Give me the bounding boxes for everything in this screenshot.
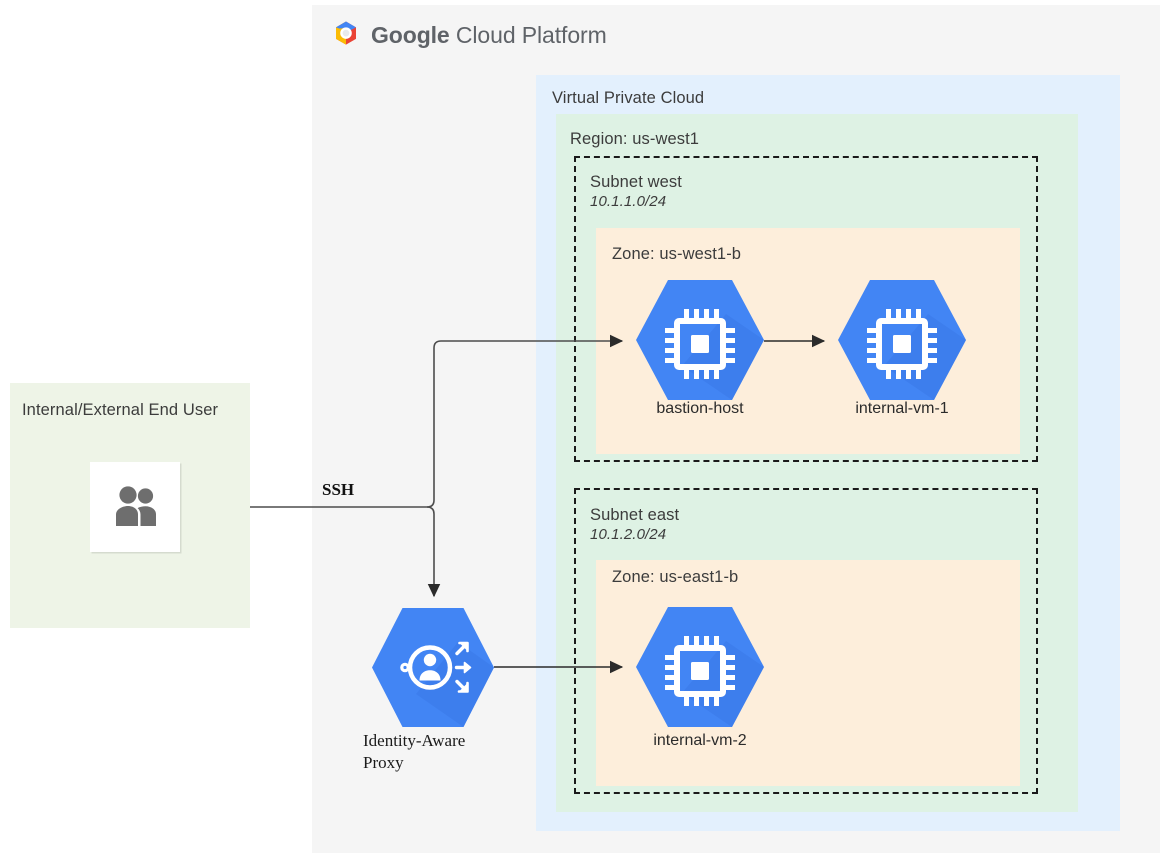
- gcp-wordmark: Google Cloud Platform: [371, 22, 607, 49]
- node-internal-vm-2[interactable]: [636, 607, 764, 727]
- subnet-west-container: [574, 156, 1038, 462]
- node-identity-aware-proxy[interactable]: [372, 608, 494, 727]
- identity-aware-proxy-icon: [372, 608, 494, 727]
- compute-vm-icon: [636, 280, 764, 400]
- subnet-east-title: Subnet east: [590, 506, 680, 524]
- region-title: Region: us-west1: [570, 130, 700, 148]
- end-user-card: [90, 462, 180, 552]
- ssh-label: SSH: [322, 480, 355, 499]
- node-internal-vm-1-label: internal-vm-1: [855, 400, 949, 417]
- node-identity-aware-proxy-label: Identity-Aware Proxy: [363, 731, 466, 772]
- compute-vm-icon: [636, 607, 764, 727]
- node-internal-vm-2-label: internal-vm-2: [653, 732, 747, 749]
- zone-us-east1-b-title: Zone: us-east1-b: [612, 568, 739, 586]
- node-internal-vm-1[interactable]: [838, 280, 966, 400]
- node-bastion-host-label: bastion-host: [656, 400, 744, 417]
- subnet-east-container: [574, 488, 1038, 794]
- vpc-title: Virtual Private Cloud: [552, 89, 705, 107]
- gcp-header: Google Cloud Platform: [330, 19, 607, 51]
- gcp-wordmark-bold: Google: [371, 21, 450, 48]
- node-bastion-host[interactable]: [636, 280, 764, 400]
- zone-us-west1-b-title: Zone: us-west1-b: [612, 245, 742, 263]
- subnet-west-title: Subnet west: [590, 173, 682, 191]
- subnet-east-cidr: 10.1.2.0/24: [590, 526, 667, 543]
- people-icon: [90, 481, 180, 533]
- gcp-wordmark-regular: Cloud Platform: [449, 21, 607, 48]
- subnet-west-cidr: 10.1.1.0/24: [590, 193, 667, 210]
- end-user-title: Internal/External End User: [22, 401, 219, 419]
- compute-vm-icon: [838, 280, 966, 400]
- google-cloud-platform-logo-icon: [330, 19, 362, 51]
